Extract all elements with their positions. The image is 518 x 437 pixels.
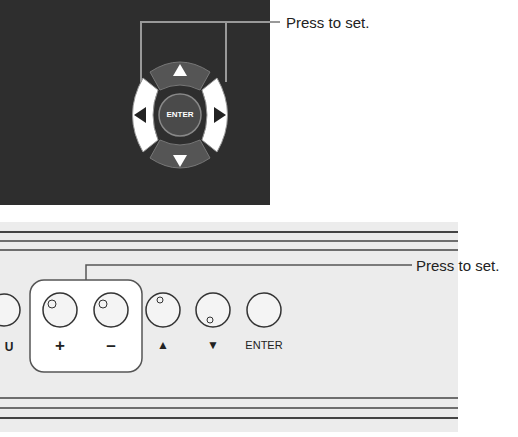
leader-line — [141, 22, 280, 82]
down-button — [150, 140, 210, 168]
unit-panel — [0, 222, 458, 432]
left-button — [133, 78, 159, 152]
callout-label: Press to set. — [286, 15, 369, 30]
callout-label: Press to set. — [416, 258, 499, 273]
panel-stripe — [0, 231, 458, 233]
panel-stripe — [0, 240, 458, 242]
left-arrow — [134, 107, 146, 123]
up-button — [150, 62, 210, 90]
button-text: ENTER — [245, 340, 282, 351]
enter-button — [247, 293, 281, 327]
panel-stripe — [0, 249, 458, 251]
down-arrow — [173, 155, 187, 167]
panel-stripe — [0, 407, 458, 409]
button-mark — [157, 297, 163, 303]
panel-stripe — [0, 397, 458, 399]
enter-button — [159, 94, 201, 136]
up-arrow — [173, 64, 187, 76]
button-text: ▼ — [207, 339, 219, 351]
down-button — [196, 293, 230, 327]
minus-button — [94, 293, 128, 327]
highlight-frame — [30, 280, 142, 372]
button-text: + — [55, 337, 65, 354]
button-mark — [48, 300, 56, 308]
button-mark — [207, 317, 213, 323]
plus-button — [43, 293, 77, 327]
menu-button — [0, 294, 20, 326]
remote-panel — [0, 0, 270, 205]
button-text: ▲ — [157, 339, 169, 351]
button-mark — [99, 300, 107, 308]
button-text: U — [5, 341, 14, 353]
right-button — [202, 78, 228, 152]
button-text: – — [106, 337, 115, 354]
button-text: ENTER — [166, 111, 193, 119]
leader-line — [86, 265, 412, 280]
right-arrow — [214, 107, 226, 123]
up-button — [146, 293, 180, 327]
panel-stripe — [0, 417, 458, 419]
